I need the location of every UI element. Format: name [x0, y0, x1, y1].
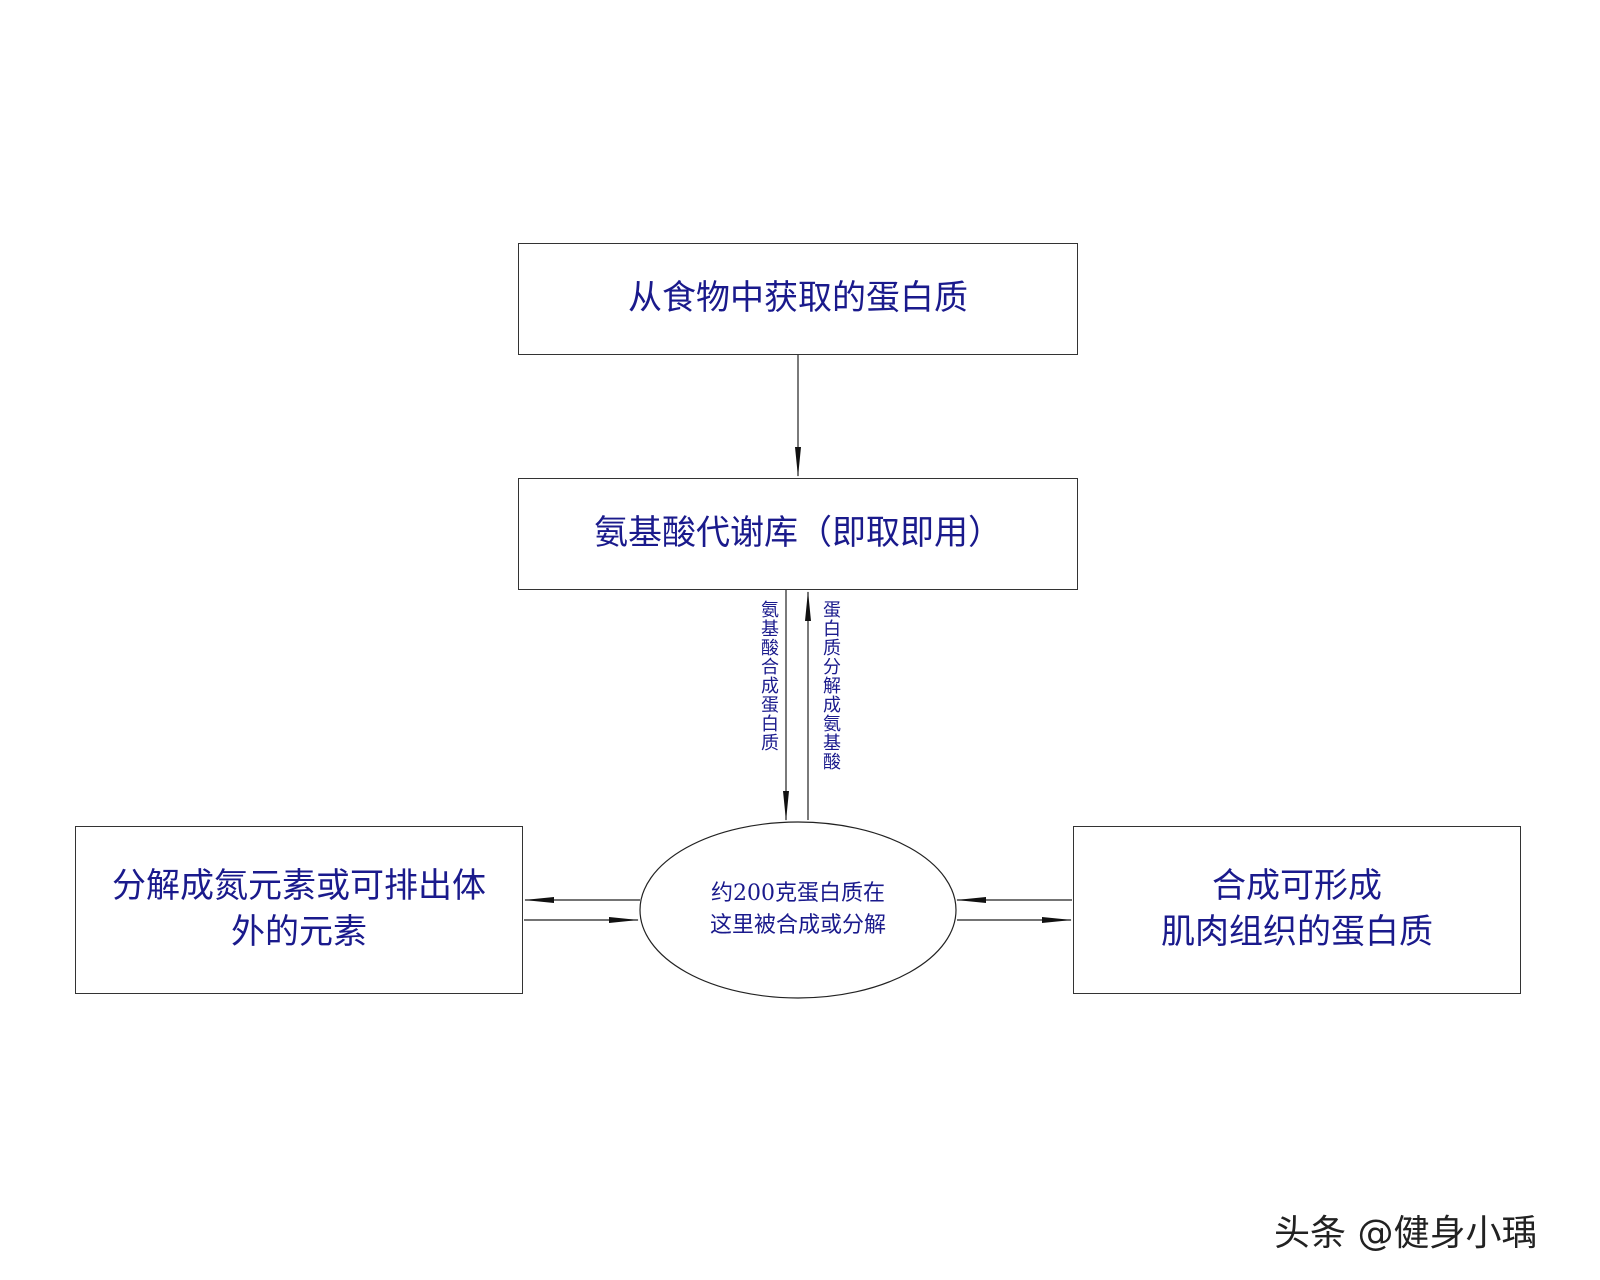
- right-line-1: 合成可形成: [1212, 866, 1382, 907]
- left-line-1: 分解成氮元素或可排出体: [112, 866, 486, 907]
- watermark: 头条 @健身小瑀: [1274, 1213, 1538, 1254]
- amino-acid-pool-label: 氨基酸代谢库（即取即用）: [594, 513, 1002, 554]
- nitrogen-excretion-box: 分解成氮元素或可排出体 外的元素: [75, 826, 523, 994]
- center-ellipse-text: 约200克蛋白质在 这里被合成或分解: [640, 870, 956, 950]
- center-line-1: 约200克蛋白质在: [711, 881, 885, 907]
- center-line-2: 这里被合成或分解: [709, 913, 886, 938]
- center-ellipse: [639, 821, 957, 999]
- food-protein-label: 从食物中获取的蛋白质: [628, 278, 968, 319]
- amino-acid-pool-box: 氨基酸代谢库（即取即用）: [518, 478, 1078, 590]
- food-protein-box: 从食物中获取的蛋白质: [518, 243, 1078, 355]
- breakdown-edge-label: 蛋白质分解成氨基酸: [820, 600, 841, 771]
- left-line-2: 外的元素: [231, 912, 367, 952]
- right-line-2: 肌肉组织的蛋白质: [1161, 912, 1433, 952]
- muscle-protein-box: 合成可形成 肌肉组织的蛋白质: [1073, 826, 1521, 994]
- synthesis-edge-label: 氨基酸合成蛋白质: [758, 600, 779, 752]
